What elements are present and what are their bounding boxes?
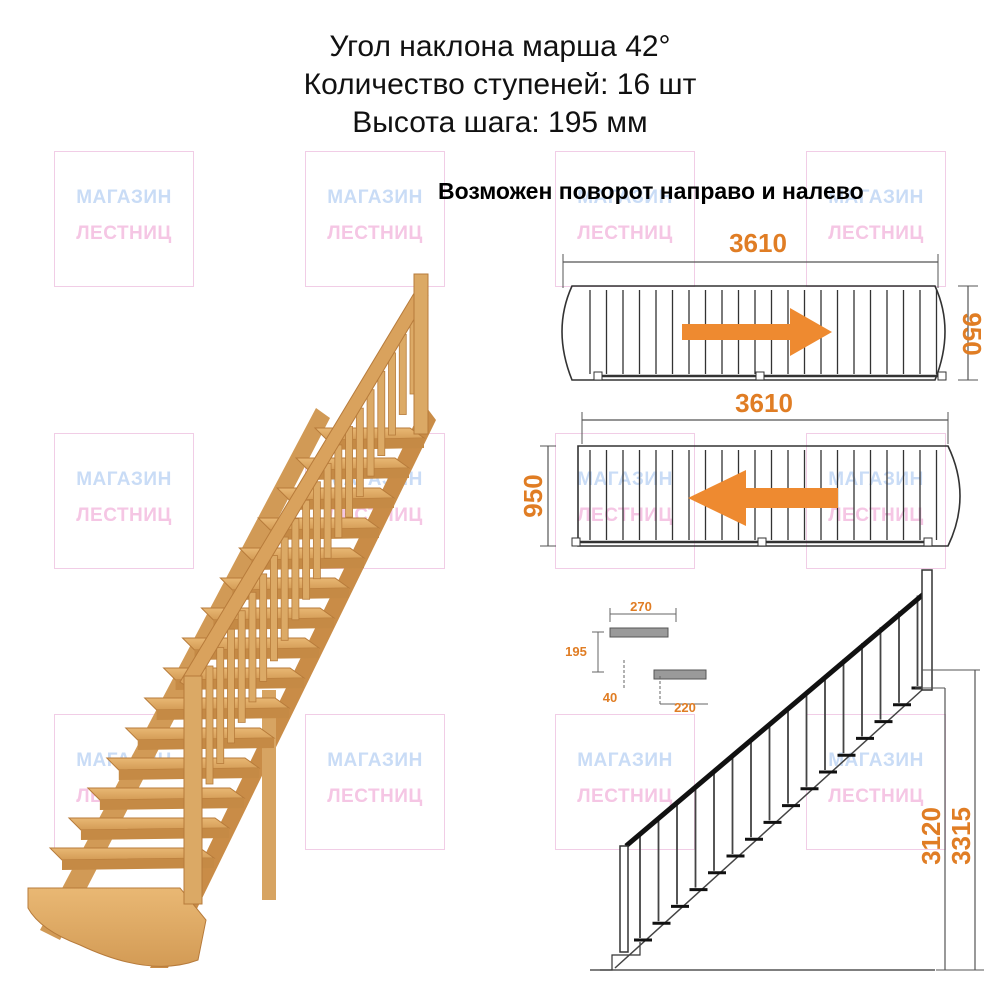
step-tread-label: 220 <box>674 700 696 715</box>
turn-note: Возможен поворот направо и налево <box>438 178 864 204</box>
step-height-text: Высота шага: 195 мм <box>352 106 648 139</box>
plan-right-width: 950 <box>957 312 987 355</box>
step-thickness-label: 40 <box>603 690 617 705</box>
elevation-handrail <box>624 590 928 848</box>
plan-right-view: 3610 950 <box>561 228 987 381</box>
height-3315-label: 3315 <box>946 807 976 865</box>
spec-header: Угол наклона марша 42° Количество ступен… <box>0 28 1000 142</box>
arrow-left-icon <box>688 470 838 526</box>
arrow-right-icon <box>682 308 832 356</box>
slope-angle-text: Угол наклона марша 42° <box>329 30 671 63</box>
plan-left-length: 3610 <box>735 388 793 418</box>
elevation-view: 3120 3315 <box>590 569 984 971</box>
step-rise-label: 195 <box>565 644 587 659</box>
plan-left-width: 950 <box>518 474 548 517</box>
step-count-text: Количество ступеней: 16 шт <box>303 68 697 101</box>
plan-right-length: 3610 <box>729 228 787 258</box>
elevation-steps <box>634 686 930 942</box>
elevation-balusters <box>639 595 919 938</box>
height-3120-label: 3120 <box>916 807 946 865</box>
plan-left-view: 3610 950 <box>518 388 961 547</box>
step-going-label: 270 <box>630 599 652 614</box>
step-detail: 270 195 40 220 <box>565 599 708 715</box>
